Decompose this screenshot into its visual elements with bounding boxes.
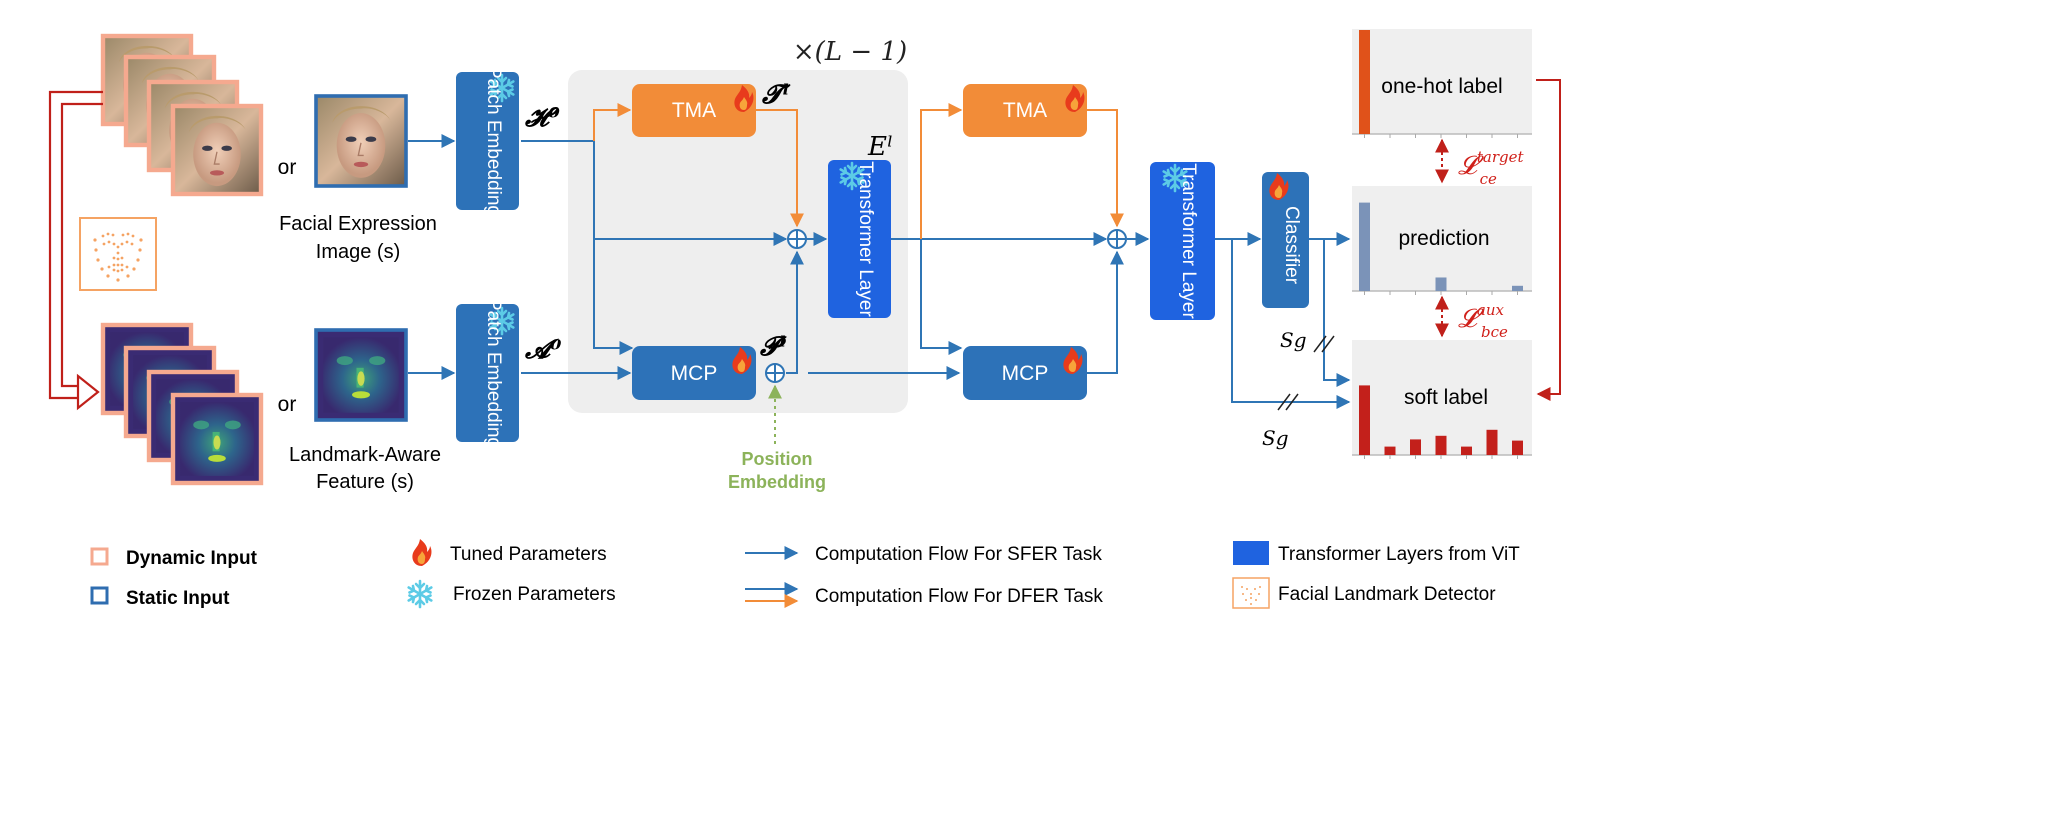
prediction-bar-7 — [1512, 285, 1523, 291]
prediction-label: prediction — [1398, 227, 1489, 250]
tma-block-1: TMA — [632, 84, 756, 137]
a0-symbol: 𝓐⁰ — [524, 335, 562, 365]
transformer-1-label: Transformer Layer — [855, 161, 876, 317]
stop-gradient-marks — [1277, 335, 1335, 411]
soft-label-label: soft label — [1404, 386, 1488, 409]
mcp-2-label: MCP — [1002, 362, 1049, 385]
static-landmark-feature — [314, 328, 408, 422]
soft-label-panel: soft label — [1352, 340, 1532, 459]
feature-caption-line2: Feature (s) — [316, 471, 414, 493]
tl-symbol: 𝓣ˡ — [761, 80, 791, 110]
mcp-1-label: MCP — [671, 362, 718, 385]
prediction-bar-1 — [1359, 202, 1370, 291]
legend-landmark-detector: Facial Landmark Detector — [1278, 584, 1496, 605]
transformer-layer-2: Transformer Layer — [1150, 162, 1215, 320]
or-label-bottom: or — [278, 393, 297, 416]
transformer-2-label: Transformer Layer — [1178, 163, 1199, 319]
patch-embedding-bottom-block: Patch Embedding — [456, 298, 519, 448]
dynamic-heatmap-stack — [100, 322, 264, 486]
onehot-bar-1 — [1359, 30, 1370, 134]
vit-layer-swatch — [1233, 541, 1269, 565]
or-label-top: or — [278, 156, 297, 179]
dynamic-face-stack — [100, 33, 264, 197]
dynamic-input-swatch — [90, 547, 109, 566]
mcp-block-1: MCP — [632, 346, 756, 400]
landmark-flow-arrow — [48, 90, 103, 411]
position-embedding-line2: Embedding — [728, 472, 826, 492]
soft-bar-3 — [1410, 439, 1421, 455]
mcp-block-2: MCP — [963, 346, 1087, 400]
onehot-label: one-hot label — [1381, 75, 1502, 98]
static-face-image — [314, 94, 408, 188]
prediction-bar-4 — [1435, 277, 1447, 291]
snowflake-icon — [407, 579, 433, 609]
image-caption-line2: Image (s) — [316, 241, 400, 263]
repeat-count-label: ×(L − 1) — [793, 37, 907, 67]
legend-vit-layers: Transformer Layers from ViT — [1278, 544, 1520, 565]
tma-2-label: TMA — [1003, 99, 1047, 122]
classifier-block: Classifier — [1262, 172, 1309, 308]
soft-bar-5 — [1461, 446, 1472, 455]
legend-static-input: Static Input — [126, 588, 230, 609]
h0-symbol: 𝓗⁰ — [524, 103, 560, 133]
repeated-layer-region — [568, 70, 908, 413]
legend-dynamic-input: Dynamic Input — [126, 548, 258, 569]
soft-bar-4 — [1435, 435, 1447, 455]
orange-flow-lines — [593, 103, 1124, 239]
legend: Dynamic Input Static Input Tuned Paramet… — [90, 539, 1520, 609]
position-embedding-line1: Position — [742, 449, 813, 469]
patch-embedding-top-label: Patch Embedding — [483, 66, 504, 216]
feature-caption-line1: Landmark-Aware — [289, 444, 441, 466]
sg-label-bottom: Sg — [1262, 426, 1289, 450]
patch-embedding-bottom-label: Patch Embedding — [483, 298, 504, 448]
legend-frozen: Frozen Parameters — [453, 584, 616, 605]
prediction-panel: prediction — [1352, 186, 1532, 295]
onehot-panel: one-hot label — [1352, 29, 1532, 138]
soft-bar-1 — [1359, 385, 1370, 455]
static-input-swatch — [90, 586, 109, 605]
image-caption-line1: Facial Expression — [279, 213, 437, 235]
pl-symbol: 𝓟ˡ — [760, 332, 787, 362]
legend-dfer-flow: Computation Flow For DFER Task — [815, 586, 1103, 607]
legend-sfer-flow: Computation Flow For SFER Task — [815, 544, 1102, 565]
tma-1-label: TMA — [672, 99, 716, 122]
soft-bar-7 — [1512, 440, 1523, 455]
soft-bar-6 — [1486, 429, 1498, 455]
patch-embedding-top-block: Patch Embedding — [456, 66, 519, 216]
soft-bar-2 — [1384, 446, 1396, 455]
tma-block-2: TMA — [963, 84, 1087, 137]
sg-label-top: Sg — [1280, 328, 1307, 352]
label-feedback-arrow — [1536, 79, 1561, 401]
facial-landmark-detector-icon — [79, 217, 157, 291]
sum-nodes — [765, 229, 1127, 383]
classifier-label: Classifier — [1281, 206, 1302, 285]
flame-icon — [412, 539, 432, 566]
el-symbol: Eˡ — [867, 132, 893, 162]
transformer-layer-1: Transformer Layer — [828, 160, 891, 318]
legend-tuned: Tuned Parameters — [450, 544, 607, 565]
blue-flow-lines — [521, 140, 1351, 409]
